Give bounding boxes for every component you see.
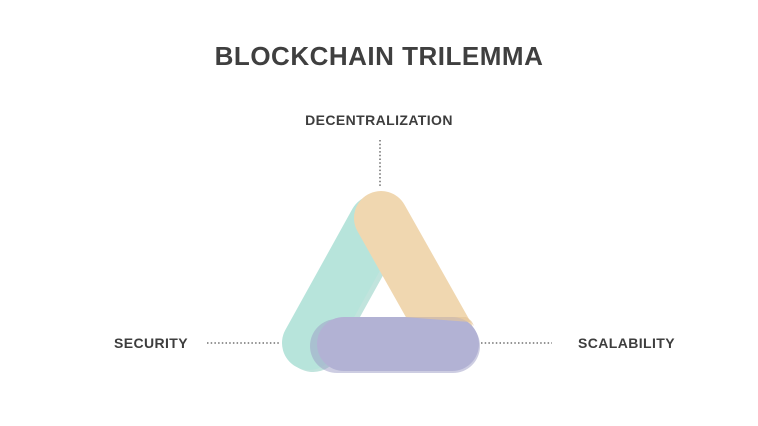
overlap-shade xyxy=(404,317,474,326)
label-security: SECURITY xyxy=(114,335,188,351)
diagram-title: BLOCKCHAIN TRILEMMA xyxy=(214,41,544,71)
label-scalability: SCALABILITY xyxy=(578,335,675,351)
label-decentralization: DECENTRALIZATION xyxy=(305,112,453,128)
decentralization-bar xyxy=(354,191,474,362)
